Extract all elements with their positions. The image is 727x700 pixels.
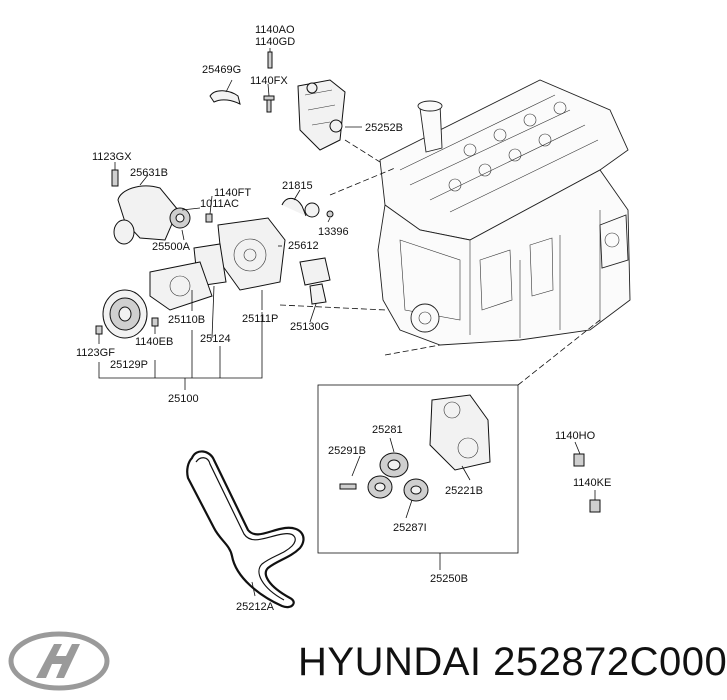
parts-diagram: 1140AO 1140GD 25469G 1140FX 25252B 1123G…: [76, 24, 631, 613]
leader-lines: [98, 48, 601, 597]
callout-labels: 1140AO 1140GD 25469G 1140FX 25252B 1123G…: [76, 24, 611, 613]
water-pump-group: [95, 169, 334, 339]
upper-bracket-group: [209, 51, 346, 151]
label-25110B: 25110B: [168, 314, 205, 326]
label-25469G: 25469G: [202, 64, 241, 76]
label-1123GF: 1123GF: [76, 347, 115, 359]
label-1140GD: 1140GD: [255, 36, 295, 48]
label-25631B: 25631B: [130, 167, 168, 179]
label-1140EB: 1140EB: [135, 336, 173, 348]
label-25250B: 25250B: [430, 573, 468, 585]
tensioner-group: [317, 384, 601, 554]
label-1140FX: 1140FX: [250, 75, 288, 87]
label-21815: 21815: [282, 180, 313, 192]
label-1011AC: 1011AC: [200, 198, 239, 210]
label-25612: 25612: [288, 240, 319, 252]
brand-name: HYUNDAI: [298, 640, 482, 684]
label-13396: 13396: [318, 226, 349, 238]
label-25130G: 25130G: [290, 321, 329, 333]
label-1140AO: 1140AO: [255, 24, 295, 36]
label-25111P: 25111P: [242, 313, 278, 325]
label-1123GX: 1123GX: [92, 151, 132, 163]
label-25291B: 25291B: [328, 445, 366, 457]
label-25500A: 25500A: [152, 241, 191, 253]
label-25100: 25100: [168, 393, 199, 405]
engine-block: [377, 79, 631, 346]
label-25252B: 25252B: [365, 122, 403, 134]
caption: HYUNDAI 252872C000: [298, 632, 727, 692]
label-25281: 25281: [372, 424, 403, 436]
label-25221B: 25221B: [445, 485, 483, 497]
label-25124: 25124: [200, 333, 231, 345]
drive-belt: [186, 450, 305, 609]
label-25129P: 25129P: [110, 359, 148, 371]
part-number: 252872C000: [493, 640, 727, 684]
label-25287I: 25287I: [393, 522, 427, 534]
label-25212A: 25212A: [236, 601, 275, 613]
label-1140HO: 1140HO: [555, 430, 596, 442]
tensioner-frame: [317, 384, 519, 554]
hyundai-logo: [8, 631, 110, 691]
label-1140KE: 1140KE: [573, 477, 611, 489]
label-1140FT: 1140FT: [214, 187, 251, 199]
